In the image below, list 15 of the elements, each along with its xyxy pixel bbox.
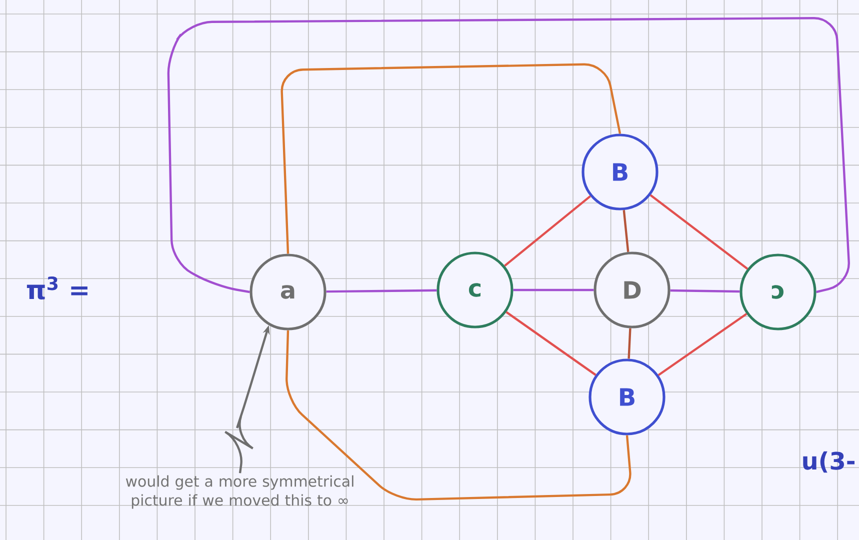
note-text: would get a more symmetrical picture if we moved this to ∞ bbox=[126, 475, 354, 509]
edge-line bbox=[286, 330, 632, 501]
edge-line bbox=[504, 195, 591, 267]
edge-line bbox=[280, 63, 622, 254]
handwritten-label: π$^{3}$ = bbox=[26, 276, 88, 300]
edge-line bbox=[622, 210, 630, 252]
edge-line bbox=[628, 328, 632, 359]
edge-line bbox=[650, 194, 748, 270]
edge-line bbox=[167, 17, 850, 294]
handwritten-label: u(3- bbox=[803, 451, 854, 473]
edge-line bbox=[513, 288, 594, 292]
edge-line bbox=[326, 289, 437, 293]
edge-line bbox=[670, 289, 740, 293]
edge-line bbox=[506, 311, 596, 376]
edge-line bbox=[658, 312, 748, 376]
